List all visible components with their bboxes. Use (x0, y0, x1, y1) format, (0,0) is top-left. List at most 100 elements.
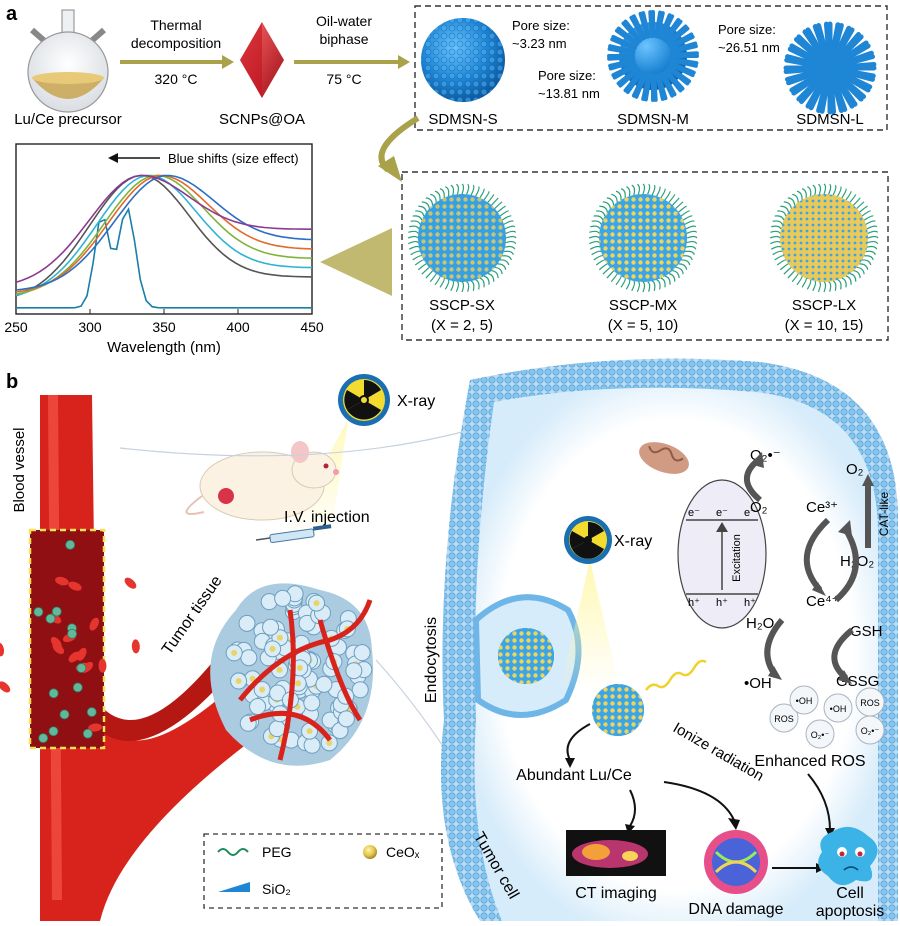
tumor-cell-cluster (345, 662, 363, 680)
sscp-mx-sphere (588, 183, 698, 293)
peg-chain (430, 193, 437, 203)
peg-chain (475, 186, 480, 197)
nanoparticle-in-cell (592, 684, 644, 736)
step1-temp: 320 °C (155, 71, 198, 87)
peg-chain (415, 210, 425, 217)
peg-chain (599, 205, 608, 213)
peg-chain (425, 270, 434, 279)
peg-chain (421, 201, 430, 209)
peg-chain (494, 266, 503, 275)
ros-bubble (823, 693, 853, 723)
pore-spike (832, 74, 855, 109)
sio2-icon (218, 882, 250, 892)
red-blood-cell (88, 723, 103, 732)
chem-o2-top: O₂ (846, 461, 864, 478)
enhanced-ros-label: Enhanced ROS (754, 753, 865, 770)
peg-chain (591, 220, 602, 225)
mitochondrion-icon (639, 442, 689, 474)
tumor-tissue (210, 583, 374, 766)
sscp-sx-sphere (407, 183, 517, 293)
peg-chain (503, 220, 514, 225)
pore-spike (659, 14, 675, 40)
ceox-dot (231, 649, 238, 656)
spectrum-tick-label: 250 (4, 319, 28, 335)
peg-chain (487, 194, 495, 203)
pore-spike (611, 34, 637, 50)
peg-chain (866, 225, 878, 230)
nanoparticle-dot (45, 613, 56, 624)
peg-chain (678, 205, 687, 213)
pore-spike (837, 68, 876, 82)
peg-chain (425, 197, 434, 206)
arrow-step2 (294, 55, 410, 69)
peg-chain (849, 273, 857, 282)
peg-chain (683, 255, 693, 261)
red-blood-cell (55, 576, 69, 586)
dna-damage-icon (704, 830, 768, 894)
peg-chain (410, 250, 421, 256)
peg-chain (675, 201, 684, 209)
peg-chain (497, 263, 507, 270)
peg-chain (615, 275, 622, 286)
peg-chain (828, 183, 832, 195)
band-h-2: h⁺ (716, 597, 728, 609)
peg-chain (686, 240, 698, 244)
endocytosed-nanoparticle (498, 628, 554, 684)
peg-chain (412, 215, 423, 221)
nanoparticle-dot (33, 607, 44, 617)
apoptotic-cell-icon (818, 826, 878, 886)
peg-chain (497, 205, 506, 213)
peg-chain (450, 184, 455, 196)
red-blood-cell (124, 577, 137, 589)
ros-bubble-label: •OH (830, 704, 847, 714)
nanoparticle-dot (82, 728, 93, 739)
ceox-dot (249, 675, 256, 682)
nanoparticle-dot (72, 682, 83, 693)
peg-chain (620, 188, 626, 198)
pore-spike (670, 51, 699, 57)
peg-chain (859, 205, 868, 213)
spectrum-xlabel: Wavelength (nm) (107, 339, 221, 356)
emission-wave (645, 659, 707, 691)
tumor-cell-cluster (268, 720, 286, 738)
peg-chain (783, 266, 792, 275)
tumor-cell-cluster (274, 589, 292, 607)
peg-chain (787, 197, 796, 206)
pore-spike (836, 43, 871, 66)
peg-chain (837, 186, 842, 197)
tumor-cell-cluster (262, 618, 280, 636)
ceox-dot (295, 680, 302, 687)
peg-chain (602, 266, 611, 275)
sdmsn-box (414, 5, 888, 131)
peg-chain (806, 279, 812, 290)
pore-spike (784, 68, 823, 82)
peg-chain (503, 250, 514, 255)
peg-chain (771, 225, 782, 230)
nanoparticle-dot (48, 726, 59, 737)
peg-chain (483, 275, 490, 285)
red-blood-cell (131, 639, 140, 654)
ceox-dot (306, 728, 313, 735)
peg-chain (647, 281, 651, 292)
peg-chain (456, 183, 460, 195)
peg-chain (494, 201, 503, 209)
step1-line2: decomposition (131, 35, 221, 51)
sscp-lx-sphere (769, 183, 879, 293)
chem-gsh: GSH (850, 623, 883, 640)
peg-chain (429, 273, 437, 283)
peg-chain (684, 220, 695, 225)
peg-chain (682, 215, 693, 221)
pore-spike (837, 61, 877, 70)
pore-spike (816, 22, 830, 61)
peg-chain (589, 245, 601, 250)
endocytosis-label: Endocytosis (423, 617, 440, 703)
ceox-dot (326, 739, 333, 746)
pore-spike (789, 43, 824, 66)
ros-bubble-label: O₂•⁻ (811, 730, 830, 740)
pore-spike (641, 73, 651, 101)
peg-chain (631, 280, 636, 292)
cell-apoptosis-label-2: apoptosis (816, 903, 885, 920)
peg-chain (499, 210, 509, 217)
pore-spike (670, 44, 698, 54)
